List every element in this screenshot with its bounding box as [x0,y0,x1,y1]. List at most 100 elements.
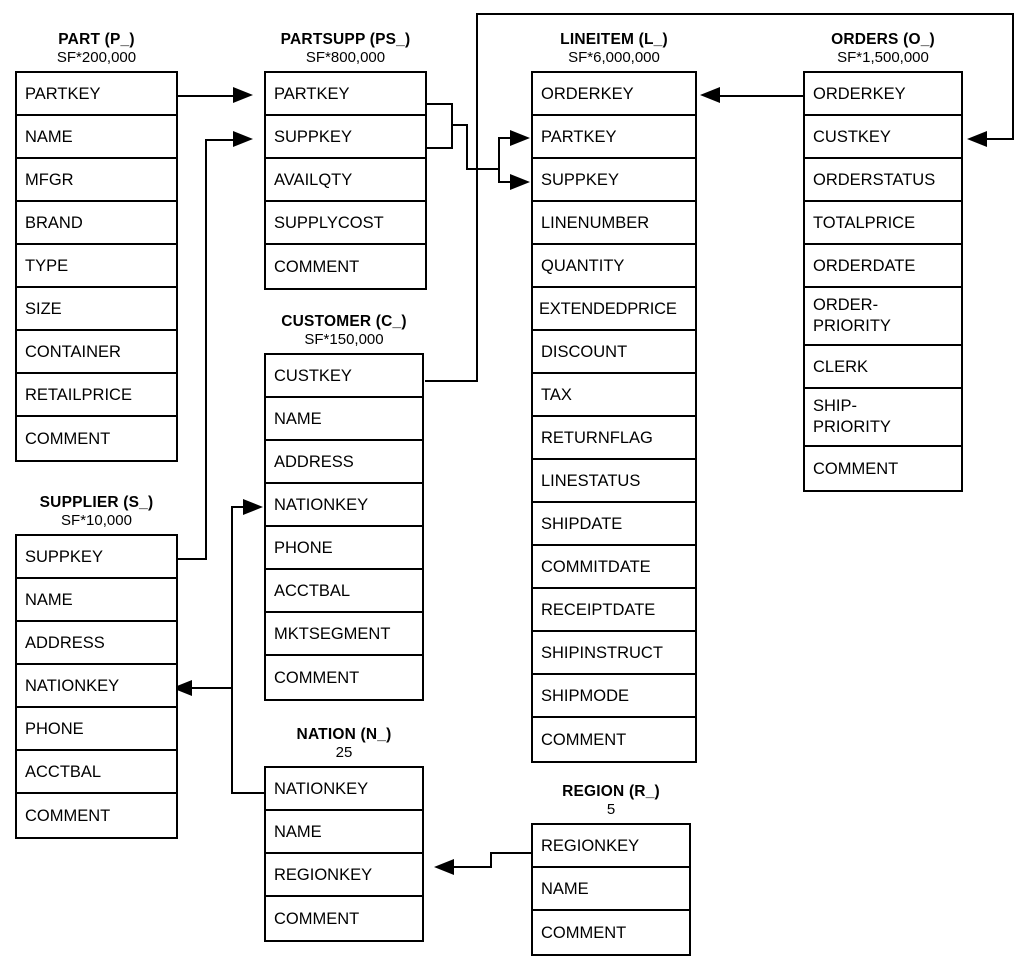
field-region-name: NAME [533,868,689,911]
connector-lineitem-partkey-in [498,137,512,140]
field-supplier-acctbal: ACCTBAL [17,751,176,794]
field-orders-totalprice: TOTALPRICE [805,202,961,245]
table-partsupp-title: PARTSUPP (PS_) [280,31,411,48]
arrowhead-partsupp-partkey [233,87,253,103]
field-lineitem-comment: COMMENT [541,730,627,749]
field-partsupp-availqty: AVAILQTY [266,159,425,202]
table-customer-box: CUSTKEY NAME ADDRESS NATIONKEY PHONE ACC… [264,353,424,701]
connector-partsupp-merge-drop [466,124,469,170]
field-part-mfgr: MFGR [17,159,176,202]
field-orders-orderstatus: ORDERSTATUS [805,159,961,202]
connector-region-step [490,852,493,868]
table-part-box: PARTKEY NAME MFGR BRAND TYPE SIZE CONTAI… [15,71,178,462]
table-supplier: SUPPLIER (S_) SF*10,000 SUPPKEY NAME ADD… [15,493,178,839]
field-lineitem-tax: TAX [533,374,695,417]
connector-part-to-partsupp [177,95,235,98]
field-region-comment: COMMENT [541,923,627,942]
field-partsupp-suppkey: SUPPKEY [266,116,425,159]
field-orders-shippriority-line2: PRIORITY [813,418,891,436]
field-part-container: CONTAINER [17,331,176,374]
connector-orders-to-lineitem [718,95,804,98]
field-partsupp-partkey: PARTKEY [266,73,425,116]
field-lineitem-shipdate: SHIPDATE [533,503,695,546]
table-customer-title: CUSTOMER (C_) [281,313,407,330]
field-orders-orderpriority-line1: ORDER- [813,296,879,314]
field-part-brand: BRAND [17,202,176,245]
connector-partsupp-merge-run [466,168,500,171]
table-nation-title: NATION (N_) [296,726,392,743]
field-customer-address: ADDRESS [266,441,422,484]
table-lineitem-box: ORDERKEY PARTKEY SUPPKEY LINENUMBER QUAN… [531,71,697,763]
arrowhead-lineitem-suppkey [510,174,530,190]
field-nation-name: NAME [266,811,422,854]
field-supplier-comment: COMMENT [25,806,111,825]
field-lineitem-shipinstruct: SHIPINSTRUCT [533,632,695,675]
field-orders-orderdate: ORDERDATE [805,245,961,288]
field-nation-nationkey: NATIONKEY [266,768,422,811]
field-lineitem-linenumber: LINENUMBER [533,202,695,245]
field-supplier-address: ADDRESS [17,622,176,665]
field-lineitem-partkey: PARTKEY [533,116,695,159]
table-partsupp-box: PARTKEY SUPPKEY AVAILQTY SUPPLYCOST COMM… [264,71,427,290]
table-nation-box: NATIONKEY NAME REGIONKEY COMMENT [264,766,424,942]
field-lineitem-quantity: QUANTITY [533,245,695,288]
connector-supplier-suppkey-riser [205,139,208,560]
field-supplier-name: NAME [17,579,176,622]
connector-partsupp-suppkey-out [427,147,453,150]
table-region-count: 5 [606,801,616,818]
table-partsupp-count: SF*800,000 [305,49,386,66]
field-orders-orderpriority: ORDER- PRIORITY [805,288,961,346]
connector-lineitem-split [498,137,501,183]
field-supplier-nationkey: NATIONKEY [17,665,176,708]
table-part-count: SF*200,000 [56,49,137,66]
table-orders: ORDERS (O_) SF*1,500,000 ORDERKEY CUSTKE… [803,30,963,492]
connector-customer-custkey-riser [476,13,479,382]
field-customer-phone: PHONE [266,527,422,570]
field-part-type: TYPE [17,245,176,288]
field-partsupp-supplycost: SUPPLYCOST [266,202,425,245]
connector-nation-riser [231,506,234,794]
field-partsupp-comment: COMMENT [274,257,360,276]
field-orders-custkey: CUSTKEY [805,116,961,159]
field-orders-orderkey: ORDERKEY [805,73,961,116]
field-lineitem-extendedprice: EXTENDEDPRICE [533,288,695,331]
connector-partsupp-merge-stub [451,124,468,127]
table-region: REGION (R_) 5 REGIONKEY NAME COMMENT [531,782,691,956]
connector-customer-top-run [476,13,1014,16]
field-lineitem-linestatus: LINESTATUS [533,460,695,503]
connector-partsupp-partkey-out [427,103,453,106]
field-lineitem-orderkey: ORDERKEY [533,73,695,116]
connector-nation-nationkey-out [233,792,266,795]
table-supplier-title: SUPPLIER (S_) [39,494,154,511]
field-lineitem-commitdate: COMMITDATE [533,546,695,589]
field-part-size: SIZE [17,288,176,331]
field-nation-comment: COMMENT [274,909,360,928]
connector-orders-custkey-in [985,138,1014,141]
arrowhead-lineitem-partkey [510,130,530,146]
table-customer: CUSTOMER (C_) SF*150,000 CUSTKEY NAME AD… [264,312,424,701]
connector-nation-to-supplier [190,687,233,690]
field-customer-mktsegment: MKTSEGMENT [266,613,422,656]
connector-nation-to-customer [231,506,245,509]
table-orders-title: ORDERS (O_) [831,31,935,48]
field-part-name: NAME [17,116,176,159]
field-orders-clerk: CLERK [805,346,961,389]
connector-region-regionkey-out [490,852,532,855]
field-part-comment: COMMENT [25,429,111,448]
table-part-title: PART (P_) [58,31,135,48]
table-part: PART (P_) SF*200,000 PARTKEY NAME MFGR B… [15,30,178,462]
field-supplier-suppkey: SUPPKEY [17,536,176,579]
table-supplier-box: SUPPKEY NAME ADDRESS NATIONKEY PHONE ACC… [15,534,178,839]
arrowhead-partsupp-suppkey [233,131,253,147]
connector-supplier-to-partsupp [205,139,235,142]
table-nation: NATION (N_) 25 NATIONKEY NAME REGIONKEY … [264,725,424,942]
table-customer-count: SF*150,000 [304,331,384,348]
field-lineitem-suppkey: SUPPKEY [533,159,695,202]
field-lineitem-receiptdate: RECEIPTDATE [533,589,695,632]
field-lineitem-discount: DISCOUNT [533,331,695,374]
field-customer-acctbal: ACCTBAL [266,570,422,613]
field-lineitem-returnflag: RETURNFLAG [533,417,695,460]
field-customer-comment: COMMENT [274,668,360,687]
table-orders-box: ORDERKEY CUSTKEY ORDERSTATUS TOTALPRICE … [803,71,963,492]
field-part-partkey: PARTKEY [17,73,176,116]
